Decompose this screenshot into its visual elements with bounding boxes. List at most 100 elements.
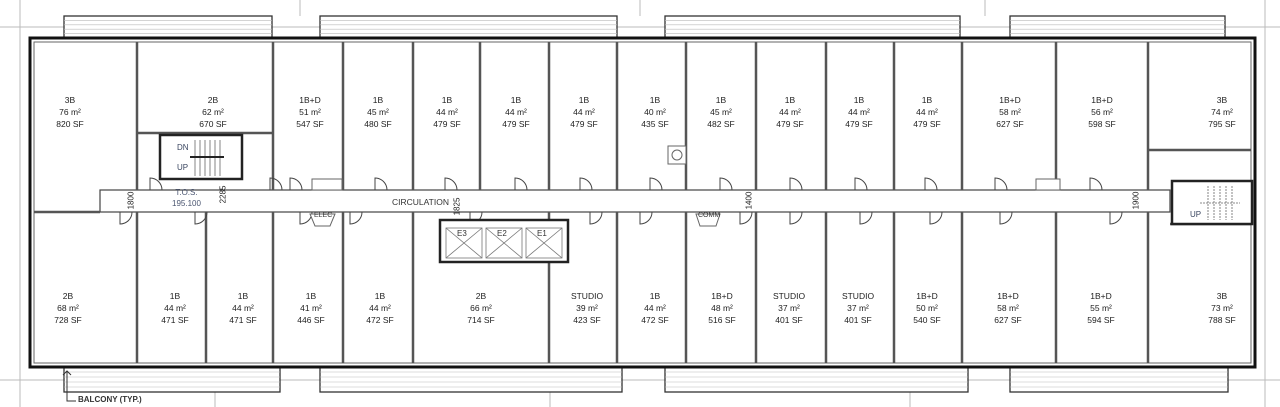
unit-label: 1B 44 m² 471 SF bbox=[229, 290, 256, 326]
balcony bbox=[319, 366, 623, 393]
unit-area-m2: 51 m² bbox=[299, 107, 321, 117]
unit-type: 1B bbox=[169, 291, 181, 301]
unit-area-sf: 627 SF bbox=[996, 119, 1024, 129]
unit-type: 2B bbox=[62, 291, 74, 301]
unit-label: STUDIO 37 m² 401 SF bbox=[842, 290, 874, 326]
unit-type: 2B bbox=[475, 291, 487, 301]
unit-type: 1B bbox=[441, 95, 453, 105]
unit-area-m2: 44 m² bbox=[779, 107, 801, 117]
unit-area-sf: 435 SF bbox=[641, 119, 669, 129]
unit-area-sf: 472 SF bbox=[366, 315, 394, 325]
unit-type: 1B bbox=[649, 95, 661, 105]
door-swing bbox=[1109, 211, 1123, 225]
unit-area-sf: 479 SF bbox=[845, 119, 873, 129]
elec-room-label: ELEC bbox=[314, 212, 333, 219]
door-swing bbox=[349, 211, 363, 225]
balcony bbox=[664, 15, 961, 39]
unit-type: 1B bbox=[921, 95, 933, 105]
unit-area-sf: 479 SF bbox=[913, 119, 941, 129]
unit-area-sf: 479 SF bbox=[570, 119, 598, 129]
unit-area-sf: 471 SF bbox=[229, 315, 257, 325]
unit-type: 1B bbox=[649, 291, 661, 301]
balcony bbox=[1009, 15, 1226, 39]
unit-type: 3B bbox=[1216, 291, 1228, 301]
door-swing bbox=[269, 177, 283, 191]
unit-label: 1B 44 m² 479 SF bbox=[845, 94, 872, 130]
stair-up-label: UP bbox=[177, 163, 189, 172]
unit-area-m2: 56 m² bbox=[1091, 107, 1113, 117]
unit-area-m2: 68 m² bbox=[57, 303, 79, 313]
unit-area-m2: 50 m² bbox=[916, 303, 938, 313]
balcony-leader-arrow bbox=[62, 370, 76, 402]
unit-type: 1B+D bbox=[1090, 291, 1112, 301]
dimension-1825: 1825 bbox=[452, 197, 462, 216]
door-swing bbox=[789, 211, 803, 225]
unit-area-m2: 45 m² bbox=[367, 107, 389, 117]
elevator-core bbox=[438, 218, 570, 264]
balcony bbox=[319, 15, 618, 39]
unit-area-sf: 401 SF bbox=[844, 315, 872, 325]
tos-value: 195.100 bbox=[172, 199, 201, 208]
doors bbox=[119, 177, 1123, 225]
unit-type: STUDIO bbox=[841, 291, 875, 301]
unit-area-m2: 44 m² bbox=[436, 107, 458, 117]
unit-area-m2: 44 m² bbox=[644, 303, 666, 313]
unit-type: 1B bbox=[853, 95, 865, 105]
door-swing bbox=[739, 211, 753, 225]
unit-area-m2: 73 m² bbox=[1211, 303, 1233, 313]
unit-type: 1B+D bbox=[711, 291, 733, 301]
balconies bbox=[63, 15, 1229, 393]
unit-area-m2: 76 m² bbox=[59, 107, 81, 117]
unit-area-m2: 48 m² bbox=[711, 303, 733, 313]
unit-area-sf: 423 SF bbox=[573, 315, 601, 325]
unit-area-m2: 44 m² bbox=[164, 303, 186, 313]
dimension-1900: 1900 bbox=[1131, 191, 1141, 210]
unit-area-m2: 45 m² bbox=[710, 107, 732, 117]
dimension-2285: 2285 bbox=[218, 185, 228, 204]
unit-type: 3B bbox=[1216, 95, 1228, 105]
door-swing bbox=[194, 211, 208, 225]
door-swing bbox=[929, 211, 943, 225]
unit-type: 1B bbox=[305, 291, 317, 301]
stair-dn-label: DN bbox=[177, 143, 189, 152]
unit-area-sf: 479 SF bbox=[776, 119, 804, 129]
unit-area-sf: 446 SF bbox=[297, 315, 325, 325]
unit-area-m2: 44 m² bbox=[232, 303, 254, 313]
unit-type: 1B bbox=[237, 291, 249, 301]
balcony bbox=[63, 366, 281, 393]
balcony bbox=[63, 15, 273, 39]
unit-type: 1B bbox=[374, 291, 386, 301]
dimension-1400: 1400 bbox=[744, 191, 754, 210]
unit-area-sf: 598 SF bbox=[1088, 119, 1116, 129]
unit-area-m2: 44 m² bbox=[848, 107, 870, 117]
unit-type: 1B bbox=[372, 95, 384, 105]
unit-area-sf: 516 SF bbox=[708, 315, 736, 325]
unit-type: 1B+D bbox=[999, 95, 1021, 105]
door-swing bbox=[1089, 177, 1103, 191]
unit-area-sf: 471 SF bbox=[161, 315, 189, 325]
unit-type: 1B bbox=[578, 95, 590, 105]
door-swing bbox=[149, 177, 163, 191]
comm-room-label: COMM bbox=[698, 212, 721, 219]
unit-label: 1B 44 m² 479 SF bbox=[433, 94, 460, 130]
door-swing bbox=[999, 211, 1013, 225]
door-swing bbox=[854, 177, 868, 191]
elevator-e2-label: E2 bbox=[497, 229, 507, 238]
unit-area-m2: 37 m² bbox=[847, 303, 869, 313]
unit-area-m2: 62 m² bbox=[202, 107, 224, 117]
unit-area-sf: 627 SF bbox=[994, 315, 1022, 325]
unit-area-sf: 479 SF bbox=[433, 119, 461, 129]
